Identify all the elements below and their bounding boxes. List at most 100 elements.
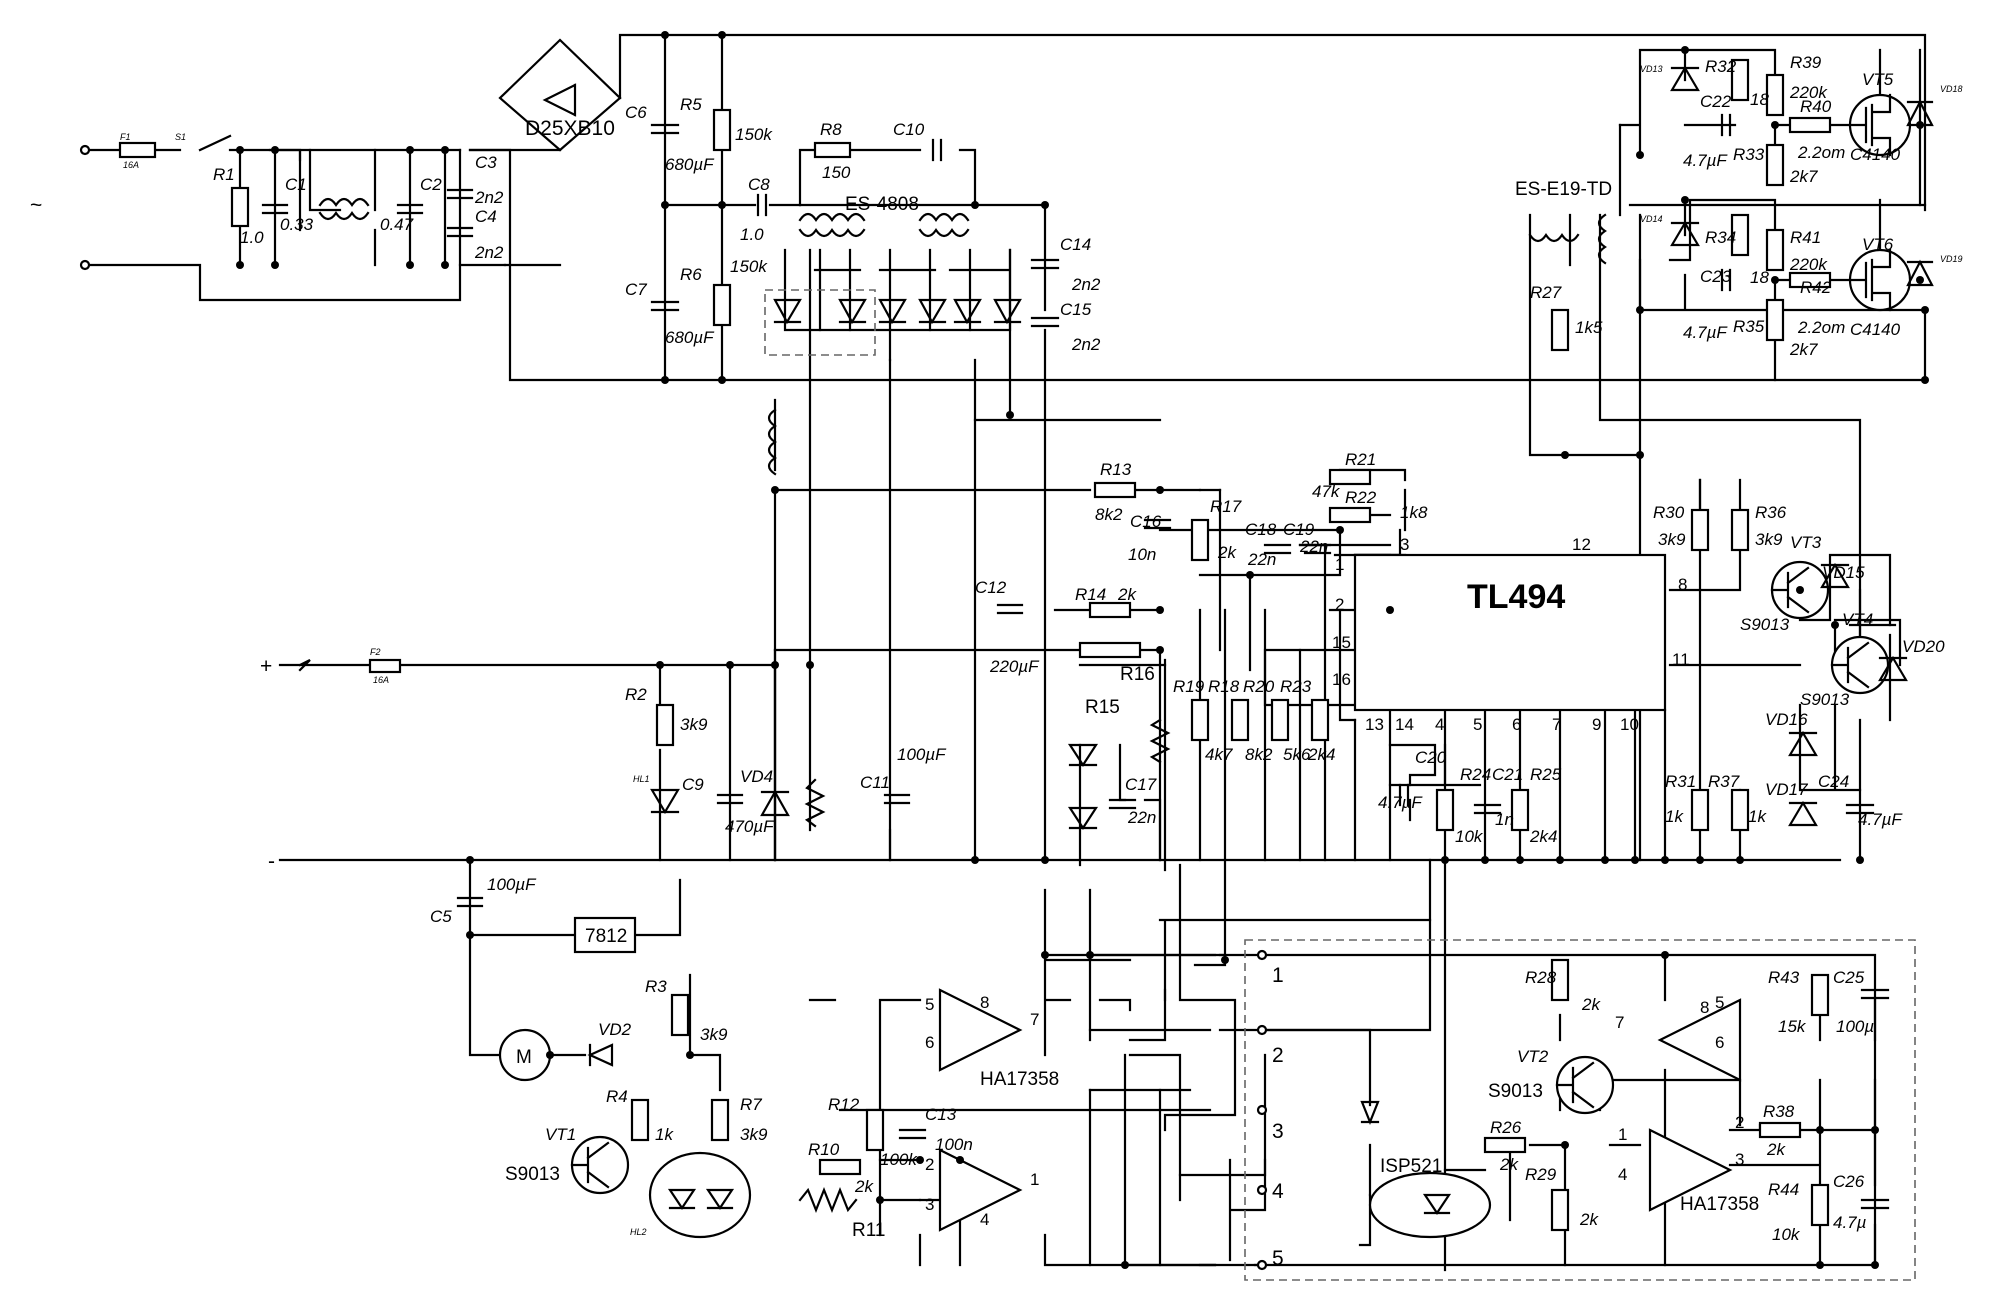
label-c23-val: 4.7µF — [1683, 323, 1728, 342]
label-c14: C14 — [1060, 235, 1091, 254]
label-c4: C4 — [475, 207, 497, 226]
label-r17: R17 — [1210, 497, 1242, 516]
c3-c4-symbol — [446, 188, 474, 238]
junction-dot — [806, 661, 814, 669]
label-r10-val: 2k — [854, 1177, 874, 1196]
label-c9-val: 470µF — [725, 817, 775, 836]
diode-d — [918, 298, 947, 325]
label-c5: C5 — [430, 907, 452, 926]
junction-dot — [441, 261, 449, 269]
c22-symbol — [1720, 113, 1732, 137]
junction-dot — [1156, 606, 1164, 614]
label-r27-val: 1k5 — [1575, 318, 1603, 337]
r23-symbol — [1270, 698, 1290, 742]
pin-15: 15 — [1332, 633, 1351, 652]
opamp1-pin-5: 5 — [925, 995, 934, 1014]
pin-16: 16 — [1332, 670, 1351, 689]
terminal-3-dot — [1256, 1104, 1268, 1116]
label-c19-val: 22n — [1299, 537, 1328, 556]
pin-9: 9 — [1592, 715, 1601, 734]
drive-transformer-pri — [1528, 233, 1580, 243]
vd17-symbol — [1788, 800, 1818, 827]
junction-dot — [718, 201, 726, 209]
label-c10: C10 — [893, 120, 925, 139]
r41-symbol — [1765, 228, 1785, 272]
label-c14-val: 2n2 — [1071, 275, 1101, 294]
r2-symbol — [655, 703, 675, 747]
label-r11: R11 — [852, 1220, 885, 1241]
label-r37: R37 — [1708, 772, 1740, 791]
c17-symbol — [1108, 798, 1137, 810]
diode-e — [953, 298, 982, 325]
junction-dot — [1871, 1261, 1879, 1269]
label-r13-val: 8k2 — [1095, 505, 1123, 524]
junction-dot — [1831, 621, 1839, 629]
r37-symbol — [1730, 788, 1750, 832]
label-c16: C16 — [1130, 512, 1162, 531]
label-c15-val: 2n2 — [1071, 335, 1101, 354]
junction-dot — [1041, 201, 1049, 209]
r44-symbol — [1810, 1183, 1830, 1227]
label-r32: R32 — [1705, 57, 1737, 76]
label-r43-val: 15k — [1778, 1017, 1807, 1036]
r1-symbol — [230, 186, 250, 228]
r21-symbol — [1328, 468, 1372, 486]
label-r44-val: 10k — [1772, 1225, 1801, 1244]
opamp2-pin-1: 1 — [1618, 1125, 1627, 1144]
junction-dot — [1156, 486, 1164, 494]
label-7812: 7812 — [585, 926, 627, 947]
opamp2-pin-8: 8 — [1700, 998, 1709, 1017]
diode-c — [878, 298, 907, 325]
vd16-symbol — [1788, 730, 1818, 757]
junction-dot — [1696, 856, 1704, 864]
fuse-f1-symbol — [118, 141, 157, 159]
label-f2-rating: 16A — [373, 675, 389, 685]
pin-12: 12 — [1572, 535, 1591, 554]
r5-symbol — [712, 108, 732, 152]
diode-f — [993, 298, 1022, 325]
c13-symbol — [898, 1128, 927, 1140]
label-r38-val: 2k — [1766, 1140, 1786, 1159]
label-c19: C19 — [1283, 520, 1315, 539]
label-r38: R38 — [1763, 1102, 1795, 1121]
r35-symbol — [1765, 298, 1785, 342]
label-vd13: VD13 — [1640, 64, 1663, 74]
label-vt3-type: S9013 — [1740, 615, 1790, 634]
label-es4808: ES-4808 — [845, 194, 919, 215]
isp521-led — [1422, 1193, 1452, 1215]
junction-dot — [1041, 951, 1049, 959]
terminal-3-label: 3 — [1272, 1120, 1284, 1143]
diode-a — [773, 298, 802, 325]
c11-symbol — [883, 793, 911, 805]
label-r1-val: 1.0 — [240, 228, 264, 247]
label-vd18: VD18 — [1940, 84, 1963, 94]
r18-symbol — [1190, 698, 1210, 742]
label-r35: R35 — [1733, 317, 1765, 336]
c23-symbol — [1720, 268, 1732, 292]
label-r30-val: 3k9 — [1658, 530, 1686, 549]
r24-symbol — [1435, 788, 1455, 832]
junction-dot — [686, 1051, 694, 1059]
label-vt2-type: S9013 — [1488, 1081, 1543, 1102]
label-r16: R16 — [1120, 664, 1155, 685]
r16-symbol — [1078, 641, 1142, 659]
r4-symbol — [630, 1098, 650, 1142]
junction-dot — [406, 146, 414, 154]
label-vt2: VT2 — [1517, 1047, 1549, 1066]
label-vd2: VD2 — [598, 1020, 632, 1039]
label-vd19: VD19 — [1940, 254, 1963, 264]
c9-symbol — [716, 793, 744, 805]
label-c22: C22 — [1700, 92, 1732, 111]
label-c26-val: 4.7µ — [1833, 1213, 1867, 1232]
label-c23: C23 — [1700, 267, 1732, 286]
junction-dot — [1681, 196, 1689, 204]
terminal-4-dot — [1256, 1184, 1268, 1196]
label-plus-terminal: + — [260, 655, 272, 678]
label-r20: R20 — [1243, 677, 1275, 696]
junction-dot — [271, 146, 279, 154]
thermistor-symbol — [804, 778, 826, 828]
label-r34-val: 18 — [1750, 268, 1769, 287]
opamp1-pin-8: 8 — [980, 993, 989, 1012]
label-c16-val: 10n — [1128, 545, 1156, 564]
label-f1-rating: 16A — [123, 160, 139, 170]
